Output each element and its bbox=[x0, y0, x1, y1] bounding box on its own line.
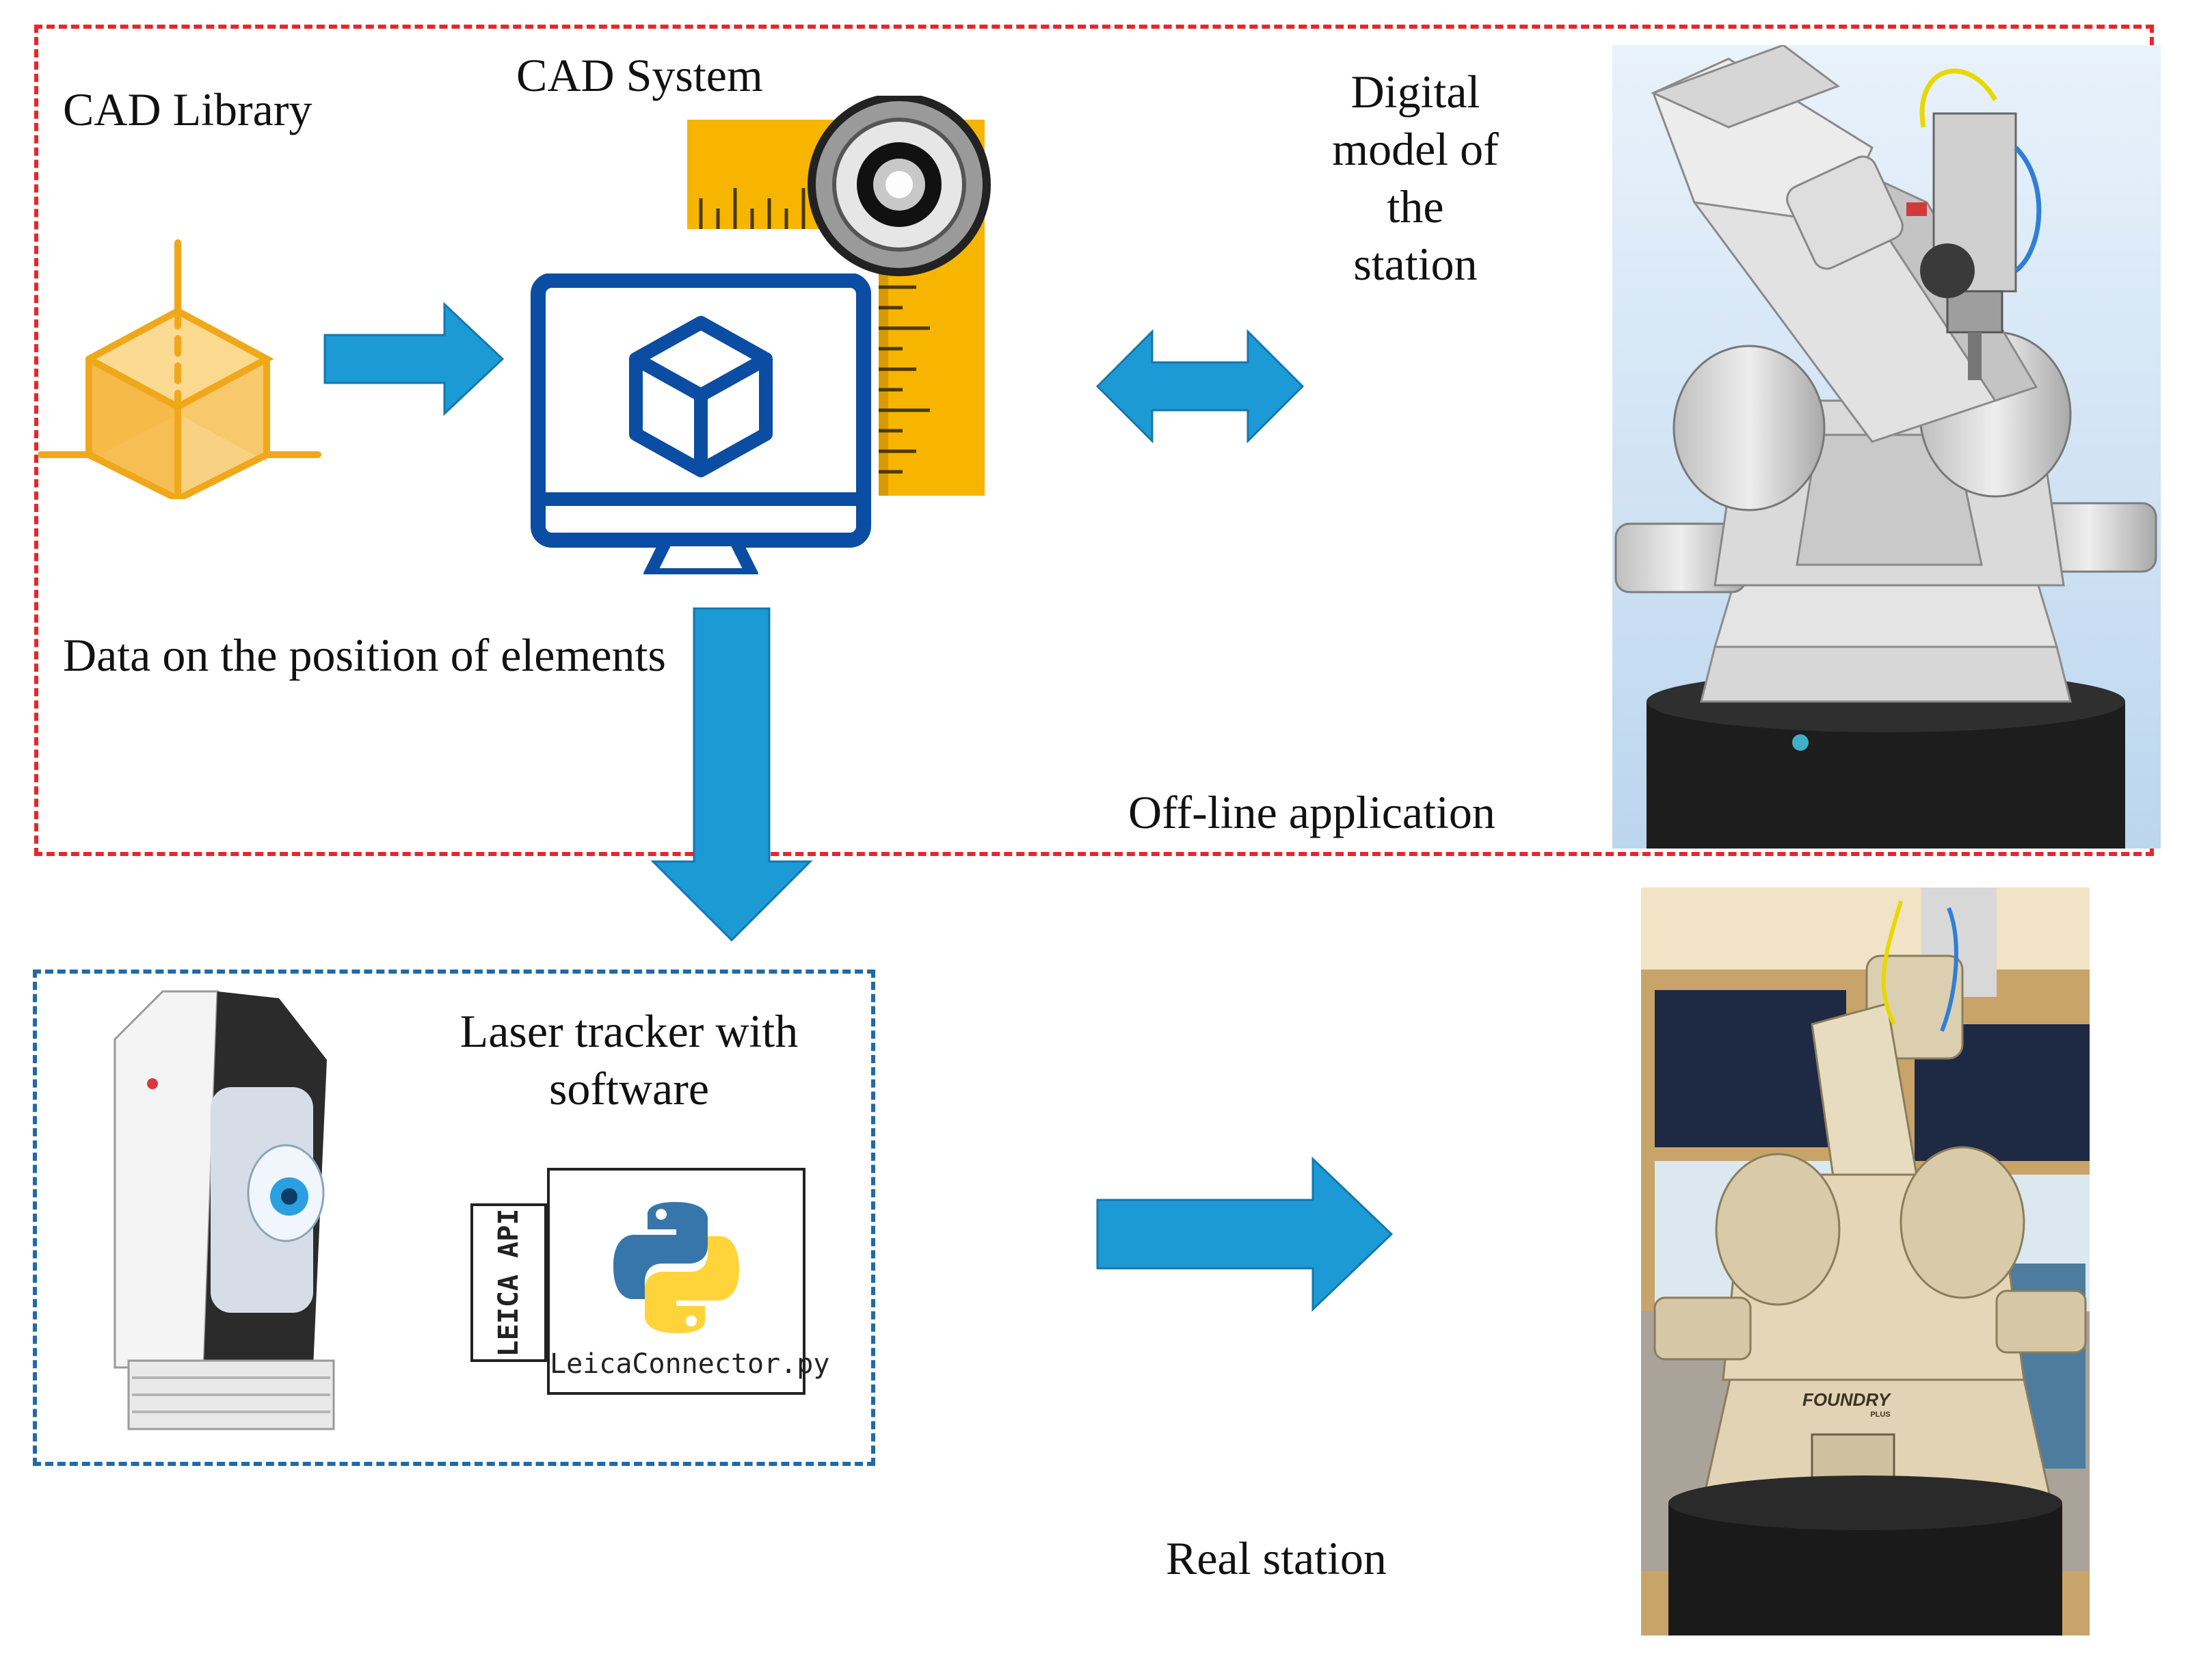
leica-connector-label: LeicaConnector.py bbox=[550, 1348, 830, 1380]
data-position-label: Data on the position of elements bbox=[63, 629, 666, 681]
cad-library-label: CAD Library bbox=[63, 83, 312, 135]
leica-connector-box: LeicaConnector.py bbox=[547, 1168, 830, 1395]
laser-tracker-line-1: Laser tracker with bbox=[459, 1005, 799, 1057]
robot-brand-sub-text: PLUS bbox=[1870, 1411, 1890, 1419]
laser-tracker-device-image bbox=[114, 990, 335, 1430]
ruler-icon bbox=[687, 96, 991, 496]
real-station-label: Real station bbox=[1166, 1532, 1387, 1584]
laser-tracker-label: Laser tracker with software bbox=[424, 1002, 834, 1117]
laser-tracker-frame bbox=[33, 970, 875, 1466]
digital-model-line-1: Digital bbox=[1350, 66, 1480, 118]
arrow-down-icon bbox=[650, 607, 813, 942]
monitor-cube-icon bbox=[531, 273, 871, 574]
real-robot-photo: FOUNDRY PLUS bbox=[1641, 887, 2090, 1635]
digital-robot-image bbox=[1612, 45, 2161, 849]
cad-system-label: CAD System bbox=[516, 49, 763, 101]
leica-api-label: LEICA API bbox=[493, 1208, 524, 1357]
digital-model-line-4: station bbox=[1353, 238, 1478, 290]
python-logo-icon bbox=[613, 1202, 739, 1333]
offline-application-label: Off-line application bbox=[1128, 786, 1495, 838]
leica-api-box: LEICA API bbox=[470, 1203, 547, 1362]
cad-cube-icon bbox=[38, 239, 321, 499]
arrow-right-large-icon bbox=[1096, 1156, 1394, 1312]
arrow-right-icon bbox=[323, 302, 505, 416]
digital-model-line-3: the bbox=[1387, 181, 1444, 232]
robot-brand-text: FOUNDRY bbox=[1802, 1389, 1892, 1410]
digital-model-label: Digital model of the station bbox=[1292, 63, 1538, 293]
laser-tracker-line-2: software bbox=[548, 1063, 710, 1114]
digital-model-line-2: model of bbox=[1332, 123, 1499, 175]
double-arrow-icon bbox=[1095, 329, 1305, 444]
